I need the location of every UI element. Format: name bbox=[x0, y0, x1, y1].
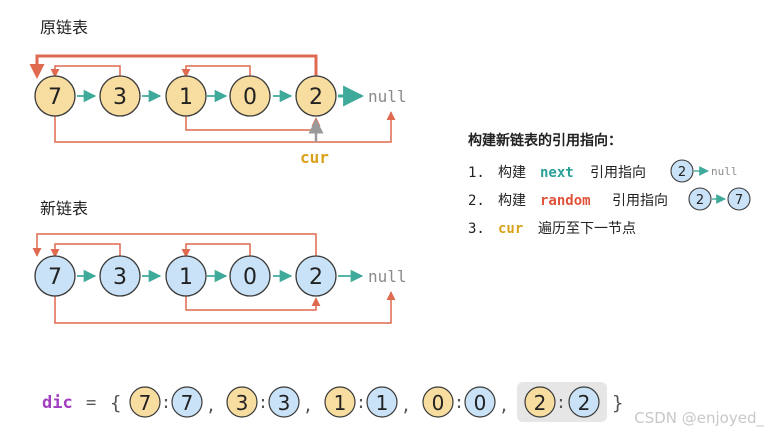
dic-line: dic = { 7 : 7 , 3 : 3 , 1 : 1 , 0 : 0 , … bbox=[42, 382, 623, 422]
step-2-node bbox=[688, 187, 712, 211]
new-node-1: 7 bbox=[34, 255, 76, 297]
dic-key-node-1 bbox=[129, 386, 161, 418]
dic-value-node-1 bbox=[171, 386, 203, 418]
step-2-target-label: 7 bbox=[735, 193, 743, 208]
dic-key-5: 2 bbox=[534, 391, 547, 415]
step-1-number: 1. bbox=[468, 165, 485, 181]
original-list-section: 原链表 7 3 1 0 2 bbox=[29, 18, 407, 167]
step-1-node bbox=[670, 159, 694, 183]
original-null-label: null bbox=[368, 87, 407, 106]
new-null-label: null bbox=[368, 267, 407, 286]
dic-value-node-2 bbox=[268, 386, 300, 418]
svg-text:7: 7 bbox=[48, 85, 62, 110]
dic-key-1: 7 bbox=[139, 391, 152, 415]
new-random-pointer-2-to-7 bbox=[32, 233, 317, 258]
step-1-node-label: 2 bbox=[678, 165, 686, 180]
svg-text:3: 3 bbox=[113, 85, 127, 110]
svg-text:1: 1 bbox=[179, 265, 193, 290]
dic-open-brace: { bbox=[110, 392, 121, 414]
original-node-1: 7 bbox=[34, 75, 76, 117]
step-2-keyword: random bbox=[540, 193, 591, 209]
step-1-prefix: 构建 bbox=[498, 165, 526, 181]
dic-key-4: 0 bbox=[432, 391, 445, 415]
svg-text:3: 3 bbox=[113, 265, 127, 290]
random-pointer-0-to-1 bbox=[181, 65, 251, 78]
dic-colon-3: : bbox=[356, 393, 366, 413]
new-node-3: 1 bbox=[165, 255, 207, 297]
random-pointer-2-to-7-bold bbox=[29, 54, 318, 79]
dic-colon-1: : bbox=[161, 393, 171, 413]
new-node-2: 3 bbox=[99, 255, 141, 297]
new-list-title: 新链表 bbox=[40, 199, 88, 218]
svg-text:2: 2 bbox=[309, 85, 323, 110]
new-random-pointer-1-to-2 bbox=[185, 295, 321, 311]
step-2-suffix: 引用指向 bbox=[612, 193, 668, 209]
step-2-number: 2. bbox=[468, 193, 485, 209]
dic-equals: = bbox=[86, 393, 96, 413]
dic-value-node-3 bbox=[366, 386, 398, 418]
dic-value-2: 3 bbox=[278, 391, 291, 415]
step-2-node-label: 2 bbox=[696, 193, 704, 208]
dic-close-brace: } bbox=[612, 392, 623, 414]
dic-comma-2: , bbox=[303, 396, 313, 416]
new-random-pointer-3-to-7 bbox=[50, 243, 121, 258]
dic-key-3: 1 bbox=[334, 391, 347, 415]
step-2-prefix: 构建 bbox=[498, 193, 526, 209]
dic-comma-4: , bbox=[499, 396, 509, 416]
step-2: 2. 构建 random 引用指向 2 7 bbox=[468, 187, 751, 211]
step-3-keyword: cur bbox=[498, 221, 523, 237]
svg-text:0: 0 bbox=[243, 85, 257, 110]
original-node-2: 3 bbox=[99, 75, 141, 117]
dic-value-1: 7 bbox=[181, 391, 194, 415]
step-3-number: 3. bbox=[468, 221, 485, 237]
dic-value-node-4 bbox=[464, 386, 496, 418]
original-node-3: 1 bbox=[165, 75, 207, 117]
dic-key-node-2 bbox=[226, 386, 258, 418]
dic-colon-5: : bbox=[556, 393, 566, 413]
original-node-4: 0 bbox=[229, 75, 271, 117]
new-node-4: 0 bbox=[229, 255, 271, 297]
dic-value-node-5 bbox=[568, 386, 600, 418]
dic-value-5: 2 bbox=[578, 391, 591, 415]
dic-colon-2: : bbox=[258, 393, 268, 413]
svg-text:7: 7 bbox=[48, 265, 62, 290]
new-random-pointer-7-to-null bbox=[54, 291, 396, 324]
dic-key-node-3 bbox=[324, 386, 356, 418]
svg-text:0: 0 bbox=[243, 265, 257, 290]
dic-value-4: 0 bbox=[474, 391, 487, 415]
step-1-keyword: next bbox=[540, 165, 574, 181]
original-node-5: 2 bbox=[295, 75, 337, 117]
dic-comma-1: , bbox=[206, 396, 216, 416]
step-3: 3. cur 遍历至下一节点 bbox=[468, 221, 636, 237]
watermark: CSDN @enjoyed_ bbox=[634, 409, 764, 428]
new-node-5: 2 bbox=[295, 255, 337, 297]
step-1: 1. 构建 next 引用指向 2 null bbox=[468, 159, 738, 183]
new-random-pointer-0-to-1 bbox=[181, 243, 251, 258]
svg-text:2: 2 bbox=[309, 265, 323, 290]
step-1-null: null bbox=[711, 165, 738, 178]
dic-key-node-4 bbox=[422, 386, 454, 418]
step-3-suffix: 遍历至下一节点 bbox=[538, 221, 636, 237]
random-pointer-7-to-null bbox=[54, 111, 396, 143]
dic-colon-4: : bbox=[454, 393, 464, 413]
step-1-suffix: 引用指向 bbox=[590, 165, 646, 181]
dic-comma-3: , bbox=[401, 396, 411, 416]
step-2-target-node bbox=[727, 187, 751, 211]
dic-value-3: 1 bbox=[376, 391, 389, 415]
new-list-section: 新链表 7 3 1 0 2 bbox=[32, 199, 407, 324]
steps-panel: 构建新链表的引用指向： 1. 构建 next 引用指向 2 null 2. 构建… bbox=[468, 132, 751, 237]
dic-name: dic bbox=[42, 393, 73, 413]
cur-label: cur bbox=[300, 148, 329, 167]
steps-title: 构建新链表的引用指向： bbox=[468, 132, 622, 149]
dic-key-2: 3 bbox=[236, 391, 249, 415]
svg-text:1: 1 bbox=[179, 85, 193, 110]
original-list-title: 原链表 bbox=[40, 18, 88, 37]
random-pointer-3-to-7 bbox=[50, 65, 121, 78]
dic-key-node-5 bbox=[524, 386, 556, 418]
